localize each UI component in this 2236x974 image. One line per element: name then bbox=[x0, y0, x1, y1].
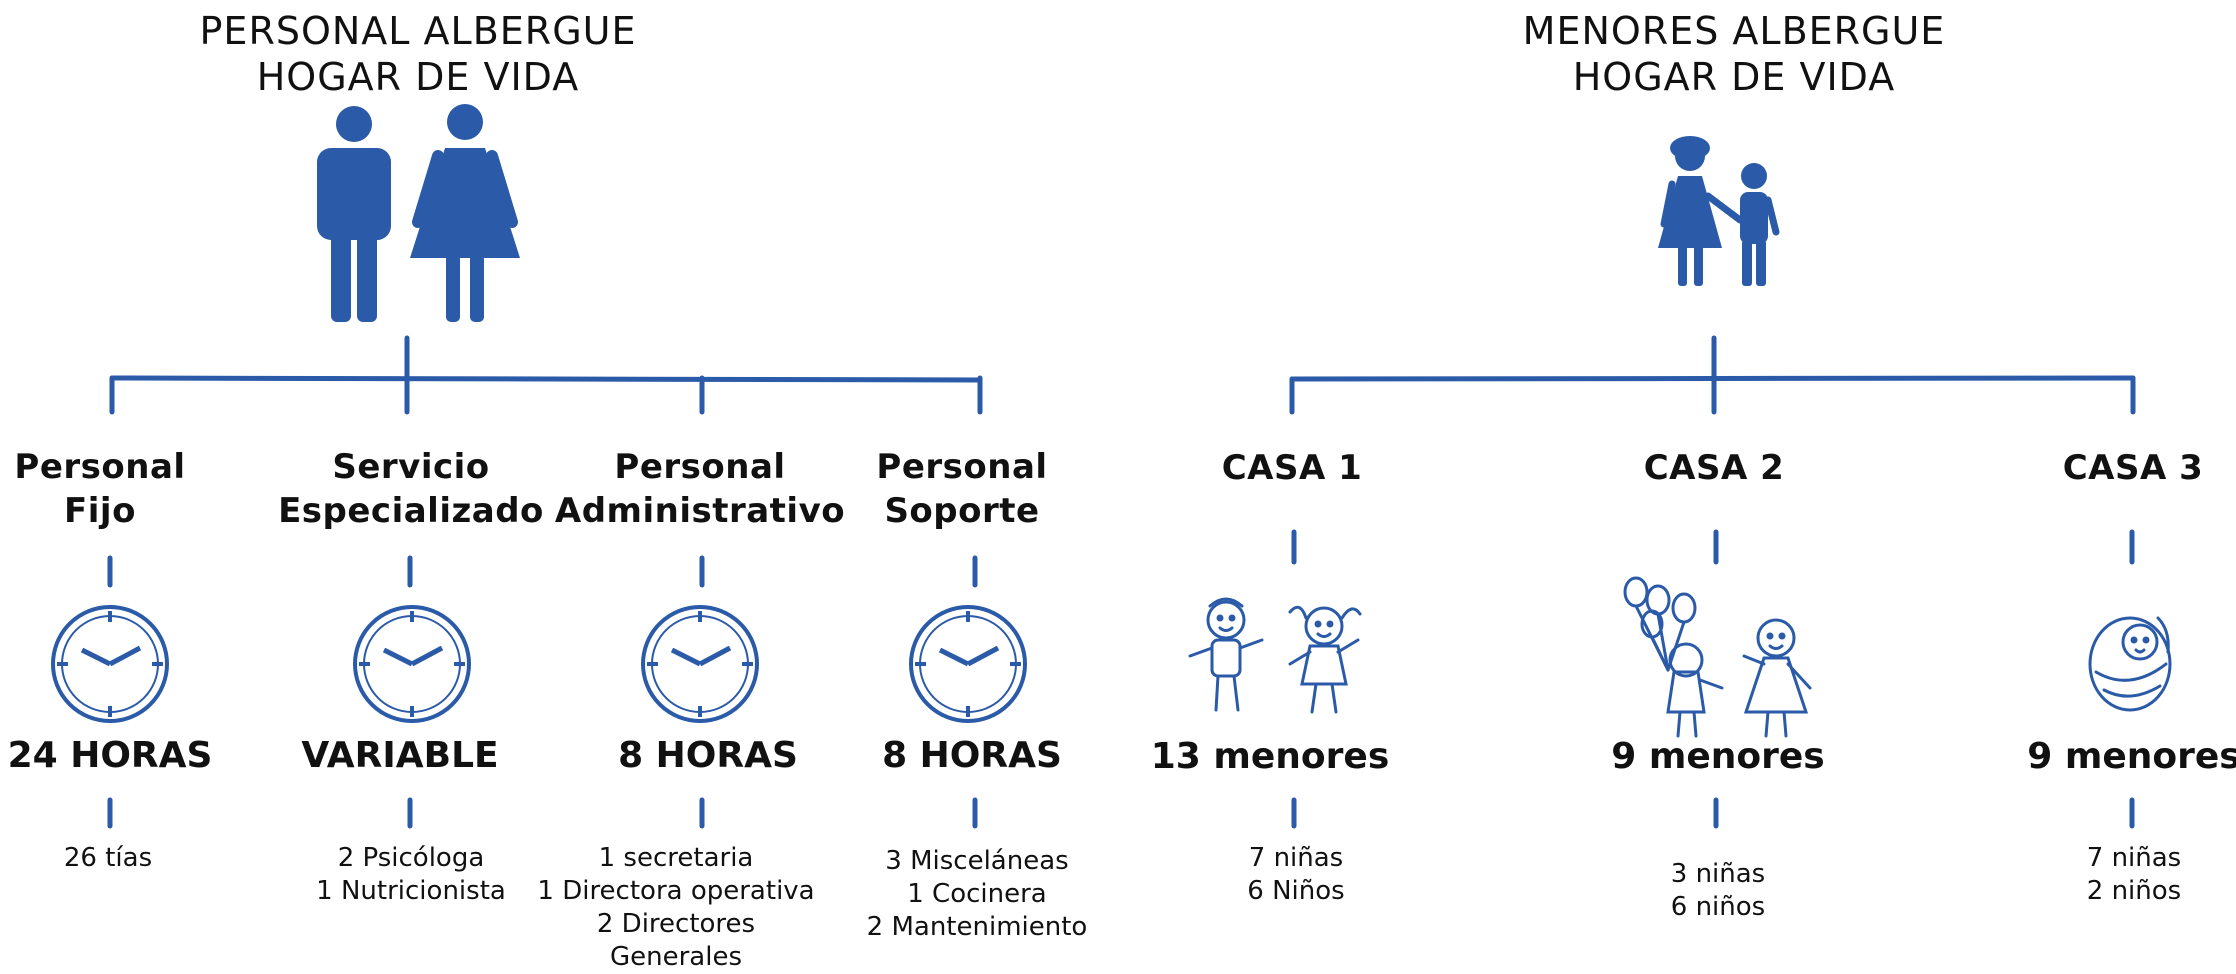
detail-line: 2 Directores bbox=[596, 909, 756, 939]
clock-icon bbox=[909, 605, 1027, 723]
staff-hours-soporte: 8 HORAS bbox=[882, 735, 1062, 776]
detail-line: 7 niñas bbox=[2086, 843, 2182, 873]
staff-title-line: Fijo bbox=[64, 491, 136, 531]
left-title-line-2: HOGAR DE VIDA bbox=[256, 55, 580, 99]
staff-title-line: Personal bbox=[876, 447, 1048, 487]
staff-title-line: Administrativo bbox=[554, 491, 846, 531]
detail-line: 1 Cocinera bbox=[907, 879, 1047, 909]
staff-title-line: Soporte bbox=[884, 491, 1040, 531]
staff-details-fijo: 26 tías bbox=[0, 842, 278, 875]
staff-details-administrativo: 1 secretaria 1 Directora operativa 2 Dir… bbox=[506, 842, 846, 974]
staff-title-line: Servicio bbox=[332, 447, 490, 487]
detail-line: 1 Directora operativa bbox=[537, 876, 815, 906]
house-count-3: 9 menores bbox=[2027, 736, 2236, 777]
staff-hours-administrativo: 8 HORAS bbox=[618, 735, 798, 776]
woman-icon bbox=[410, 104, 520, 322]
left-title-line-1: PERSONAL ALBERGUE bbox=[199, 9, 637, 53]
detail-line: 26 tías bbox=[63, 843, 153, 873]
detail-line: 1 Nutricionista bbox=[316, 876, 506, 906]
kids-playing-icon bbox=[1188, 597, 1362, 714]
staff-details-especializado: 2 Psicóloga 1 Nutricionista bbox=[241, 842, 581, 908]
clock-icon bbox=[641, 605, 759, 723]
staff-hours-especializado: VARIABLE bbox=[301, 735, 499, 776]
left-title: PERSONAL ALBERGUE HOGAR DE VIDA bbox=[118, 8, 718, 100]
staff-title-fijo: Personal Fijo bbox=[0, 445, 270, 533]
house-details-3: 7 niñas 2 niños bbox=[1964, 842, 2236, 908]
girl-and-boy-icon bbox=[1658, 136, 1780, 286]
detail-line: 6 Niños bbox=[1247, 876, 1345, 906]
detail-line: 3 niñas bbox=[1670, 859, 1766, 889]
staff-title-line: Personal bbox=[14, 447, 186, 487]
staff-hours-fijo: 24 HORAS bbox=[7, 735, 213, 776]
staff-title-line: Personal bbox=[614, 447, 786, 487]
detail-line: 3 Misceláneas bbox=[885, 846, 1069, 876]
house-title-1: CASA 1 bbox=[1221, 448, 1363, 488]
clock-icon bbox=[353, 605, 471, 723]
right-title: MENORES ALBERGUE HOGAR DE VIDA bbox=[1434, 8, 2034, 100]
house-details-2: 3 niñas 6 niños bbox=[1548, 858, 1888, 924]
detail-line: 7 niñas bbox=[1248, 843, 1344, 873]
baby-icon bbox=[2088, 616, 2172, 712]
staff-title-soporte: Personal Soporte bbox=[792, 445, 1132, 533]
man-icon bbox=[317, 106, 391, 322]
house-details-1: 7 niñas 6 Niños bbox=[1126, 842, 1466, 908]
house-title-2: CASA 2 bbox=[1643, 448, 1785, 488]
staff-details-soporte: 3 Misceláneas 1 Cocinera 2 Mantenimiento bbox=[807, 845, 1147, 944]
house-count-1: 13 menores bbox=[1150, 736, 1390, 777]
right-title-line-1: MENORES ALBERGUE bbox=[1522, 9, 1946, 53]
house-count-2: 9 menores bbox=[1611, 736, 1825, 777]
detail-line: 2 niños bbox=[2086, 876, 2182, 906]
detail-line: 2 Mantenimiento bbox=[866, 912, 1088, 942]
detail-line: 1 secretaria bbox=[598, 843, 754, 873]
kids-with-balloons-icon bbox=[1623, 576, 1812, 738]
detail-line: 2 Psicóloga bbox=[337, 843, 485, 873]
clock-icon bbox=[51, 605, 169, 723]
staff-title-especializado: Servicio Especializado bbox=[241, 445, 581, 533]
staff-title-administrativo: Personal Administrativo bbox=[530, 445, 870, 533]
detail-line: Generales bbox=[609, 942, 742, 972]
staff-title-line: Especializado bbox=[278, 491, 544, 531]
house-title-3: CASA 3 bbox=[2062, 448, 2204, 488]
detail-line: 6 niños bbox=[1670, 892, 1766, 922]
right-title-line-2: HOGAR DE VIDA bbox=[1572, 55, 1896, 99]
